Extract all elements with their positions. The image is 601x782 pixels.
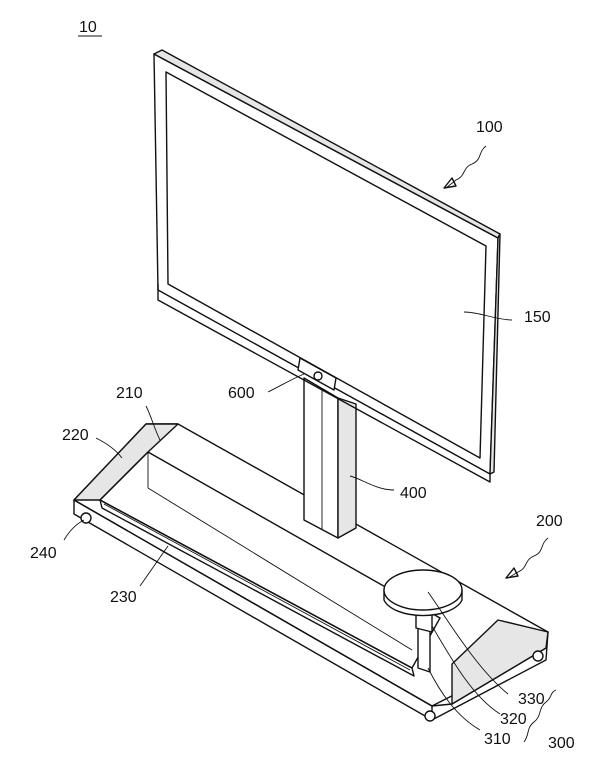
stand-column — [303, 377, 357, 539]
label-300: 300 — [548, 735, 575, 752]
display-screen — [165, 71, 487, 459]
label-310: 310 — [484, 731, 511, 748]
label-330: 330 — [518, 691, 545, 708]
caster-rear-right — [532, 650, 544, 662]
label-100: 100 — [476, 119, 503, 136]
base-corner-right — [451, 619, 549, 705]
leader-100 — [445, 145, 487, 189]
leader-320 — [431, 625, 501, 715]
leader-600 — [267, 373, 305, 393]
leader-400 — [349, 475, 395, 491]
label-210: 210 — [116, 385, 143, 402]
leader-240 — [63, 519, 85, 541]
leader-310 — [427, 667, 481, 731]
chair-seat — [383, 569, 463, 617]
leader-300 — [523, 689, 557, 743]
caster-front-left — [80, 512, 92, 524]
camera-module — [297, 357, 337, 391]
leader-210 — [145, 405, 161, 441]
label-600: 600 — [228, 385, 255, 402]
leader-150 — [463, 311, 513, 321]
label-200: 200 — [536, 513, 563, 530]
leader-220 — [95, 437, 123, 459]
figure-number: 10 — [79, 19, 97, 36]
leader-230 — [139, 545, 169, 587]
label-240: 240 — [30, 545, 57, 562]
caster-front-right — [424, 710, 436, 722]
label-320: 320 — [500, 711, 527, 728]
label-220: 220 — [62, 427, 89, 444]
base-rail — [99, 499, 415, 677]
label-400: 400 — [400, 485, 427, 502]
base-side-wall — [73, 423, 179, 501]
label-150: 150 — [524, 309, 551, 326]
display-monitor — [153, 49, 501, 483]
leader-330 — [427, 591, 509, 695]
leader-200 — [507, 537, 549, 579]
chair — [383, 569, 463, 673]
label-230: 230 — [110, 589, 137, 606]
